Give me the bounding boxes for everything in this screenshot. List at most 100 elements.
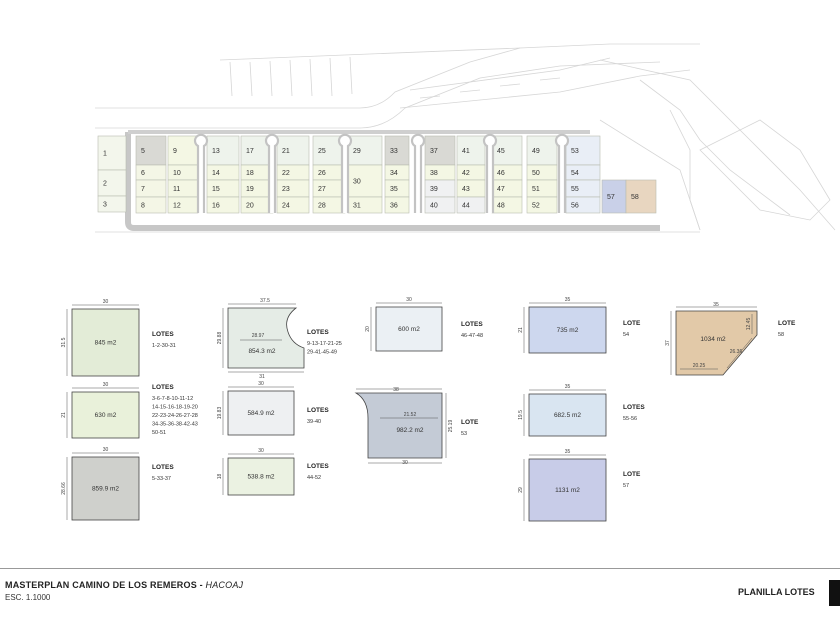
masterplan-drawing: 1235678910111213141516171819202122232425… [61,43,836,522]
dimension-label: 30 [258,448,264,454]
dimension-label: 28.66 [61,482,67,495]
site-lot-label: 9 [173,148,177,155]
site-lot-label: 45 [497,148,505,155]
dimension-label: 28.97 [252,333,265,339]
site-lot-label: 36 [390,203,398,210]
site-lot-label: 24 [282,203,290,210]
site-lot-label: 29 [353,148,361,155]
site-lot-label: 44 [462,203,470,210]
site-lot-2 [97,169,127,197]
site-lot-36 [384,196,410,214]
cul-de-sac-road [193,133,209,213]
site-lot-label: 19 [246,186,254,193]
dimension-label: 37.5 [260,298,270,304]
title-block: MASTERPLAN CAMINO DE LOS REMEROS - HACOA… [0,568,840,631]
site-lot-label: 25 [318,148,326,155]
site-lot-21 [276,135,310,166]
site-lot-label: 49 [532,148,540,155]
typology-lot-list: 34-35-36-38-42-43 [152,422,198,428]
site-lot-label: 34 [390,170,398,177]
site-lot-label: 55 [571,186,579,193]
typology-lot-list: 39-40 [307,419,321,425]
site-lot-41 [456,135,486,166]
scale-label: ESC. 1.1000 [5,593,51,602]
typology-lot-list: 50-51 [152,430,166,436]
cul-de-sac-road [264,133,280,213]
site-lot-label: 41 [462,148,470,155]
dimension-label: 29 [518,487,524,493]
dimension-label: 12.45 [746,318,752,331]
site-lot-label: 23 [282,186,290,193]
typology-shape-t7 [375,306,443,352]
typology-area: 845 m2 [95,340,117,347]
dimension-label: 30 [258,381,264,387]
site-lot-label: 47 [497,186,505,193]
site-lot-label: 11 [173,186,180,193]
dimension-label: 30 [402,460,408,466]
dimension-label: 35 [713,302,719,308]
site-lot-label: 10 [173,170,181,177]
typology-lot-list: 44-52 [307,475,321,481]
typology-title: LOTES [307,329,329,336]
dimension-label: 21 [61,412,67,418]
site-lot-label: 52 [532,203,540,210]
site-lot-label: 21 [282,148,290,155]
site-lot-label: 20 [246,203,254,210]
project-title: MASTERPLAN CAMINO DE LOS REMEROS - HACOA… [5,580,244,590]
site-lot-label: 31 [353,203,361,210]
dimension-label: 31 [259,374,265,380]
typology-lot-list: 9-13-17-21-25 [307,341,342,347]
dimension-label: 21.52 [404,412,417,418]
dimension-label: 30 [103,447,109,453]
site-lot-16 [206,196,240,214]
typology-shape-t6 [227,457,295,496]
dimension-label: 30 [406,297,412,303]
typology-title: LOTE [461,419,479,426]
dimension-label: 20.25 [693,363,706,369]
site-lot-label: 38 [430,170,438,177]
typology-title: LOTES [152,384,174,391]
cul-de-sac-road [410,133,426,213]
site-lot-24 [276,196,310,214]
cul-de-sac-layer [193,133,570,213]
site-lot-52 [526,196,558,214]
dimension-label: 29.88 [217,332,223,345]
site-lot-label: 30 [353,179,361,186]
site-lot-label: 51 [532,186,540,193]
typology-lot-list: 3-6-7-8-10-11-12 [152,396,193,402]
site-lot-label: 6 [141,170,145,177]
dimension-label: 38 [393,387,399,393]
typology-title: LOTE [623,471,641,478]
site-lot-label: 35 [390,186,398,193]
typology-shape-t11 [528,458,607,522]
typology-shape-t3 [71,456,140,521]
site-lot-8 [135,196,167,214]
site-lot-label: 54 [571,170,579,177]
dimension-label: 21 [518,327,524,333]
typology-area: 630 m2 [95,412,117,419]
site-lot-label: 56 [571,203,579,210]
typology-title: LOTES [152,331,174,338]
site-lot-label: 33 [390,148,398,155]
typology-lot-list: 29-41-45-49 [307,350,337,356]
site-lot-5 [135,135,167,166]
site-lot-label: 22 [282,170,290,177]
typology-area: 982.2 m2 [396,427,423,434]
dimension-label: 30 [103,382,109,388]
dimension-label: 37 [665,340,671,346]
site-lot-25 [312,135,346,166]
typology-shape-t9 [528,306,607,354]
typology-shape-t1 [71,308,140,377]
typology-area: 1034 m2 [700,336,726,343]
typology-area: 682.5 m2 [554,412,581,419]
typology-lot-list: 1-2-30-31 [152,343,176,349]
site-lot-label: 28 [318,203,326,210]
site-lot-label: 42 [462,170,470,177]
site-lot-1 [97,135,127,171]
site-lot-label: 50 [532,170,540,177]
typology-title: LOTES [152,464,174,471]
site-lot-label: 7 [141,186,145,193]
typology-area: 584.9 m2 [247,410,274,417]
dimension-line [726,337,753,369]
